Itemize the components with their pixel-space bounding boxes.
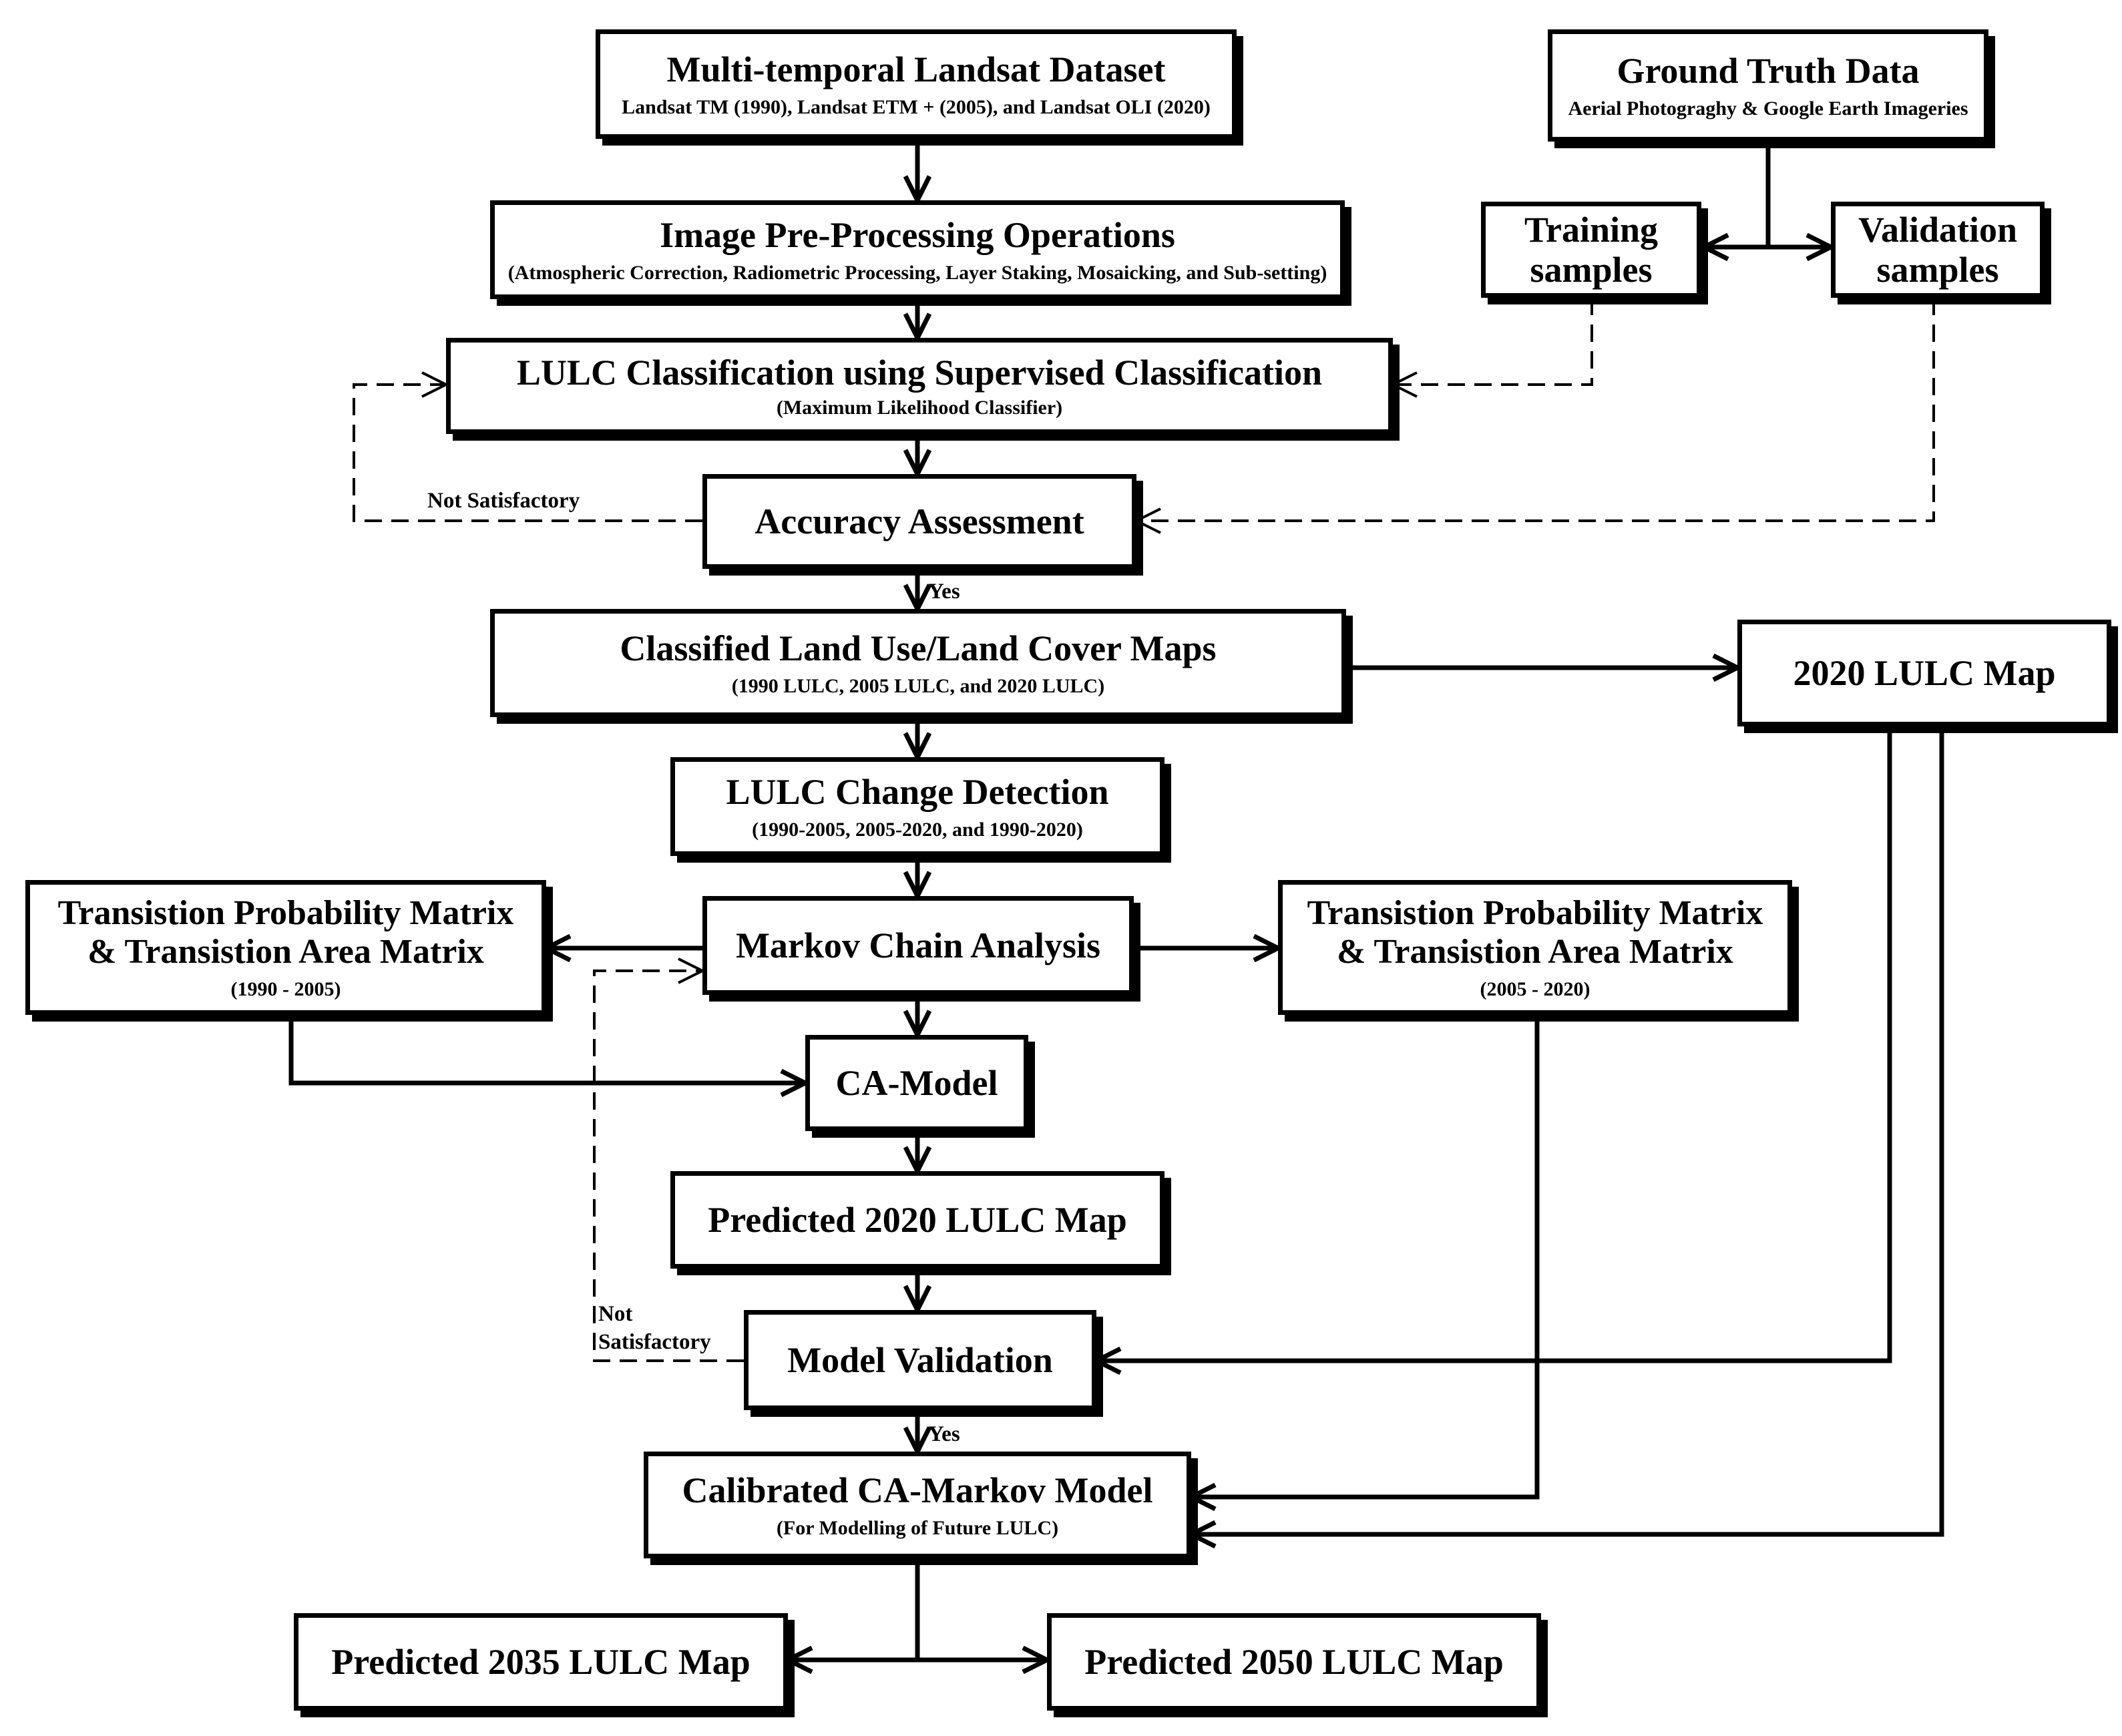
yes-label-2: Yes: [928, 1422, 960, 1446]
classification-title: LULC Classification using Supervised Cla…: [516, 352, 1323, 393]
change-detection-box: LULC Change Detection (1990-2005, 2005-2…: [670, 757, 1164, 856]
ground-truth-box: Ground Truth Data Aerial Photograghy & G…: [1548, 29, 1988, 142]
lulc-2020-map-title: 2020 LULC Map: [1793, 652, 2056, 693]
classification-subtitle: (Maximum Likelihood Classifier): [776, 397, 1063, 419]
not-satisfactory-label-1: Not Satisfactory: [427, 489, 580, 513]
landsat-dataset-box: Multi-temporal Landsat Dataset Landsat T…: [596, 29, 1237, 139]
tpm-right-box: Transistion Probability Matrix & Transis…: [1278, 880, 1792, 1015]
tpm-right-line2: & Transistion Area Matrix: [1337, 933, 1733, 971]
dashed-validation-to-accuracy: [1133, 298, 1935, 534]
arrow-tpm-left-to-ca: [288, 1015, 805, 1083]
predicted-2035-box: Predicted 2035 LULC Map: [294, 1613, 788, 1711]
ground-truth-title: Ground Truth Data: [1617, 50, 1920, 91]
markov-chain-title: Markov Chain Analysis: [735, 925, 1101, 965]
predicted-2020-title: Predicted 2020 LULC Map: [708, 1199, 1127, 1240]
classified-maps-title: Classified Land Use/Land Cover Maps: [620, 628, 1217, 668]
calibrated-model-title: Calibrated CA-Markov Model: [682, 1470, 1153, 1510]
calibrated-model-box: Calibrated CA-Markov Model (For Modellin…: [644, 1452, 1191, 1558]
landsat-dataset-title: Multi-temporal Landsat Dataset: [666, 49, 1166, 89]
classified-maps-box: Classified Land Use/Land Cover Maps (199…: [490, 609, 1346, 717]
arrow-tpm-right-to-calibrated: [1191, 1015, 1540, 1497]
predicted-2050-title: Predicted 2050 LULC Map: [1084, 1641, 1504, 1682]
model-validation-title: Model Validation: [787, 1339, 1053, 1380]
lulc-2020-map-box: 2020 LULC Map: [1737, 620, 2111, 726]
calibrated-model-subtitle: (For Modelling of Future LULC): [776, 1517, 1059, 1540]
change-detection-subtitle: (1990-2005, 2005-2020, and 1990-2020): [752, 819, 1083, 841]
not-satisfactory-label-2-line2: Satisfactory: [598, 1330, 711, 1354]
accuracy-assessment-box: Accuracy Assessment: [702, 474, 1136, 569]
model-validation-box: Model Validation: [744, 1310, 1096, 1410]
predicted-2035-title: Predicted 2035 LULC Map: [331, 1641, 751, 1682]
training-samples-box: Training samples: [1481, 202, 1701, 298]
tpm-left-subtitle: (1990 - 2005): [230, 978, 341, 1001]
tpm-left-line1: Transistion Probability Matrix: [57, 893, 514, 932]
accuracy-assessment-title: Accuracy Assessment: [755, 501, 1084, 541]
arrow-2020map-to-calibrated: [1191, 726, 1944, 1534]
validation-samples-box: Validation samples: [1831, 202, 2045, 298]
yes-label-1: Yes: [928, 580, 960, 604]
dashed-validation-to-markov: [593, 957, 744, 1362]
preprocessing-title: Image Pre-Processing Operations: [660, 214, 1175, 255]
dashed-accuracy-to-classification: [353, 371, 702, 522]
validation-samples-line2: samples: [1876, 250, 1999, 290]
not-satisfactory-label-2-line1: Not: [598, 1302, 633, 1326]
classification-box: LULC Classification using Supervised Cla…: [446, 338, 1393, 434]
predicted-2020-box: Predicted 2020 LULC Map: [670, 1171, 1164, 1269]
arrow-2020map-to-validation: [1096, 726, 1892, 1361]
tpm-left-line2: & Transistion Area Matrix: [87, 933, 484, 971]
ground-truth-subtitle: Aerial Photograghy & Google Earth Imager…: [1568, 97, 1968, 120]
validation-samples-line1: Validation: [1858, 209, 2018, 250]
change-detection-title: LULC Change Detection: [726, 771, 1109, 812]
ca-model-title: CA-Model: [835, 1062, 998, 1103]
tpm-right-subtitle: (2005 - 2020): [1480, 978, 1590, 1001]
dashed-training-to-classification: [1390, 298, 1593, 398]
classified-maps-subtitle: (1990 LULC, 2005 LULC, and 2020 LULC): [731, 675, 1105, 698]
markov-chain-box: Markov Chain Analysis: [702, 896, 1134, 995]
tpm-right-line1: Transistion Probability Matrix: [1307, 893, 1763, 932]
predicted-2050-box: Predicted 2050 LULC Map: [1047, 1613, 1541, 1711]
tpm-left-box: Transistion Probability Matrix & Transis…: [25, 880, 546, 1015]
preprocessing-subtitle: (Atmospheric Correction, Radiometric Pro…: [507, 262, 1327, 284]
training-samples-line2: samples: [1530, 250, 1653, 290]
landsat-dataset-subtitle: Landsat TM (1990), Landsat ETM + (2005),…: [622, 96, 1211, 119]
training-samples-line1: Training: [1524, 209, 1659, 250]
ca-model-box: CA-Model: [805, 1035, 1028, 1131]
preprocessing-box: Image Pre-Processing Operations (Atmosph…: [490, 200, 1345, 299]
